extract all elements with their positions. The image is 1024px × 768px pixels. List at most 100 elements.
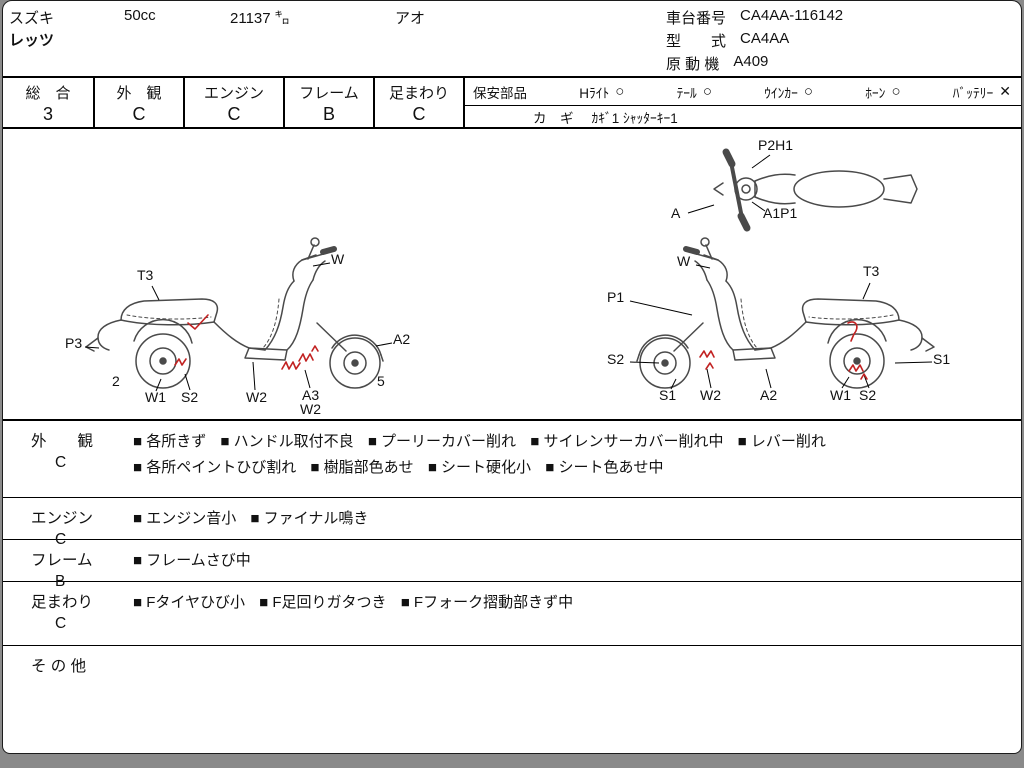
safety-winker: ｳｲﾝｶｰ ○ bbox=[764, 82, 813, 102]
safety-horn-name: ﾎｰﾝ bbox=[865, 85, 886, 101]
safety-winker-mark: ○ bbox=[803, 83, 813, 100]
note-undercarriage-category-label: 足まわり bbox=[31, 594, 94, 611]
score-row: 総 合 3 外 観 C エンジン C フレーム B 足まわり C 保安部品 Hﾗ… bbox=[3, 76, 1021, 129]
note-item: ■ ファイナル鳴き bbox=[250, 510, 369, 527]
label-left-w2b: W2 bbox=[300, 401, 321, 417]
label-right-s1b: S1 bbox=[659, 387, 677, 403]
score-overall-value: 3 bbox=[42, 103, 53, 124]
label-right-w: W bbox=[677, 253, 691, 269]
note-exterior-category: 外 観 C bbox=[3, 421, 131, 497]
score-frame-label: フレーム bbox=[299, 84, 359, 102]
note-row-other: そ の 他 bbox=[3, 646, 1021, 753]
label-right-s2: S2 bbox=[607, 351, 625, 367]
score-undercarriage: 足まわり C bbox=[375, 78, 465, 127]
note-undercarriage-category: 足まわり C bbox=[3, 582, 131, 645]
note-row-engine: エンジン C ■ エンジン音小 ■ ファイナル鳴き bbox=[3, 498, 1021, 548]
model-name: レッツ bbox=[9, 32, 55, 49]
chassis-value: CA4AA-116142 bbox=[740, 7, 844, 24]
engine-label: 原 動 機 bbox=[666, 56, 720, 73]
score-exterior-label: 外 観 bbox=[116, 84, 162, 102]
maker-name: スズキ bbox=[9, 10, 55, 27]
label-right-s2b: S2 bbox=[859, 387, 877, 403]
chassis-label: 車台番号 bbox=[666, 10, 727, 27]
note-item: ■ 各所ペイントひび割れ bbox=[133, 459, 297, 476]
note-undercarriage-items: ■ Fタイヤひび小 ■ F足回りガタつき ■ Fフォーク摺動部きず中 bbox=[131, 582, 1021, 645]
top-view-scooter bbox=[713, 148, 918, 232]
note-item: ■ フレームさび中 bbox=[133, 552, 251, 569]
note-engine-category-label: エンジン bbox=[31, 510, 94, 527]
note-item: ■ エンジン音小 bbox=[133, 510, 237, 527]
label-left-w: W bbox=[331, 251, 345, 267]
model-type-label: 型 式 bbox=[666, 33, 727, 50]
note-other-category: そ の 他 bbox=[3, 646, 131, 753]
note-item: ■ シート硬化小 bbox=[427, 459, 532, 476]
safety-battery: ﾊﾞｯﾃﾘｰ ✕ bbox=[953, 82, 1011, 102]
safety-battery-name: ﾊﾞｯﾃﾘｰ bbox=[952, 85, 994, 101]
label-a1p1: A1P1 bbox=[763, 205, 798, 221]
note-item: ■ Fフォーク摺動部きず中 bbox=[400, 594, 574, 611]
label-right-w2: W2 bbox=[700, 387, 721, 403]
note-engine-grade: C bbox=[55, 531, 67, 548]
safety-battery-mark: ✕ bbox=[999, 83, 1011, 99]
score-undercarriage-label: 足まわり bbox=[388, 84, 449, 102]
note-item: ■ レバー削れ bbox=[737, 433, 826, 450]
note-frame-items: ■ フレームさび中 bbox=[131, 540, 1021, 581]
note-engine-items: ■ エンジン音小 ■ ファイナル鳴き bbox=[131, 498, 1021, 539]
label-left-a3: A3 bbox=[302, 387, 320, 403]
label-left-5: 5 bbox=[377, 373, 385, 389]
safety-headlight-name: Hﾗｲﾄ bbox=[579, 85, 610, 101]
safety-parts-cell: 保安部品 Hﾗｲﾄ ○ ﾃｰﾙ ○ ｳｲﾝｶｰ ○ ﾎｰﾝ ○ bbox=[465, 78, 1021, 127]
safety-tail-name: ﾃｰﾙ bbox=[676, 85, 697, 101]
score-engine-label: エンジン bbox=[203, 84, 264, 102]
label-left-p3: P3 bbox=[65, 335, 83, 351]
note-other-category-label: そ の 他 bbox=[31, 658, 87, 675]
note-row-undercarriage: 足まわり C ■ Fタイヤひび小 ■ F足回りガタつき ■ Fフォーク摺動部きず… bbox=[3, 582, 1021, 646]
safety-parts-row: 保安部品 Hﾗｲﾄ ○ ﾃｰﾙ ○ ｳｲﾝｶｰ ○ ﾎｰﾝ ○ bbox=[465, 78, 1021, 106]
safety-parts-label: 保安部品 bbox=[473, 85, 527, 101]
note-frame-category: フレーム B bbox=[3, 540, 131, 590]
safety-tail-mark: ○ bbox=[702, 83, 712, 100]
note-undercarriage-grade: C bbox=[55, 615, 67, 632]
key-label: カ ギ bbox=[533, 110, 574, 126]
note-item: ■ シート色あせ中 bbox=[545, 459, 664, 476]
leader-lines bbox=[84, 154, 933, 392]
key-value: ｶｷﾞ1 ｼｬｯﾀｰｷｰ1 bbox=[591, 110, 678, 126]
score-undercarriage-value: C bbox=[412, 103, 426, 124]
label-left-w1: W1 bbox=[145, 389, 166, 405]
note-engine-category: エンジン C bbox=[3, 498, 131, 548]
note-item: ■ 各所きず bbox=[133, 433, 207, 450]
score-frame-value: B bbox=[322, 103, 335, 124]
note-frame-category-label: フレーム bbox=[31, 552, 93, 569]
key-row: カ ギ ｶｷﾞ1 ｼｬｯﾀｰｷｰ1 bbox=[465, 106, 1021, 127]
engine-code: 原 動 機 A409 bbox=[666, 53, 768, 74]
label-p2h1: P2H1 bbox=[758, 137, 794, 153]
label-a: A bbox=[671, 205, 681, 221]
note-other-items bbox=[131, 646, 1021, 753]
damage-marks bbox=[174, 314, 868, 380]
note-item: ■ F足回りガタつき bbox=[259, 594, 387, 611]
safety-winker-name: ｳｲﾝｶｰ bbox=[764, 85, 798, 101]
score-engine-value: C bbox=[227, 103, 241, 124]
color: アオ bbox=[395, 10, 426, 27]
note-item: ■ 樹脂部色あせ bbox=[310, 459, 414, 476]
note-exterior-grade: C bbox=[55, 454, 67, 471]
label-right-w1: W1 bbox=[830, 387, 851, 403]
mileage: 21137 ㌔ bbox=[230, 10, 290, 27]
note-item: ■ ハンドル取付不良 bbox=[220, 433, 354, 450]
note-exterior-items: ■ 各所きず ■ ハンドル取付不良 ■ プーリーカバー削れ ■ サイレンサーカバ… bbox=[131, 421, 1021, 497]
note-item: ■ Fタイヤひび小 bbox=[133, 594, 245, 611]
condition-notes: 外 観 C ■ 各所きず ■ ハンドル取付不良 ■ プーリーカバー削れ ■ サイ… bbox=[3, 421, 1021, 753]
safety-headlight: Hﾗｲﾄ ○ bbox=[579, 82, 624, 102]
safety-tail: ﾃｰﾙ ○ bbox=[677, 82, 712, 102]
displacement: 50cc bbox=[124, 7, 156, 24]
score-overall: 総 合 3 bbox=[3, 78, 95, 127]
model-type-value: CA4AA bbox=[740, 30, 790, 47]
chassis-number: 車台番号 CA4AA-116142 bbox=[666, 7, 843, 28]
label-left-t3: T3 bbox=[137, 267, 154, 283]
note-item: ■ サイレンサーカバー削れ中 bbox=[530, 433, 724, 450]
model-type: 型 式 CA4AA bbox=[666, 30, 789, 51]
score-exterior: 外 観 C bbox=[95, 78, 185, 127]
safety-horn: ﾎｰﾝ ○ bbox=[865, 82, 900, 102]
label-left-2: 2 bbox=[112, 373, 120, 389]
label-right-p1: P1 bbox=[607, 289, 625, 305]
